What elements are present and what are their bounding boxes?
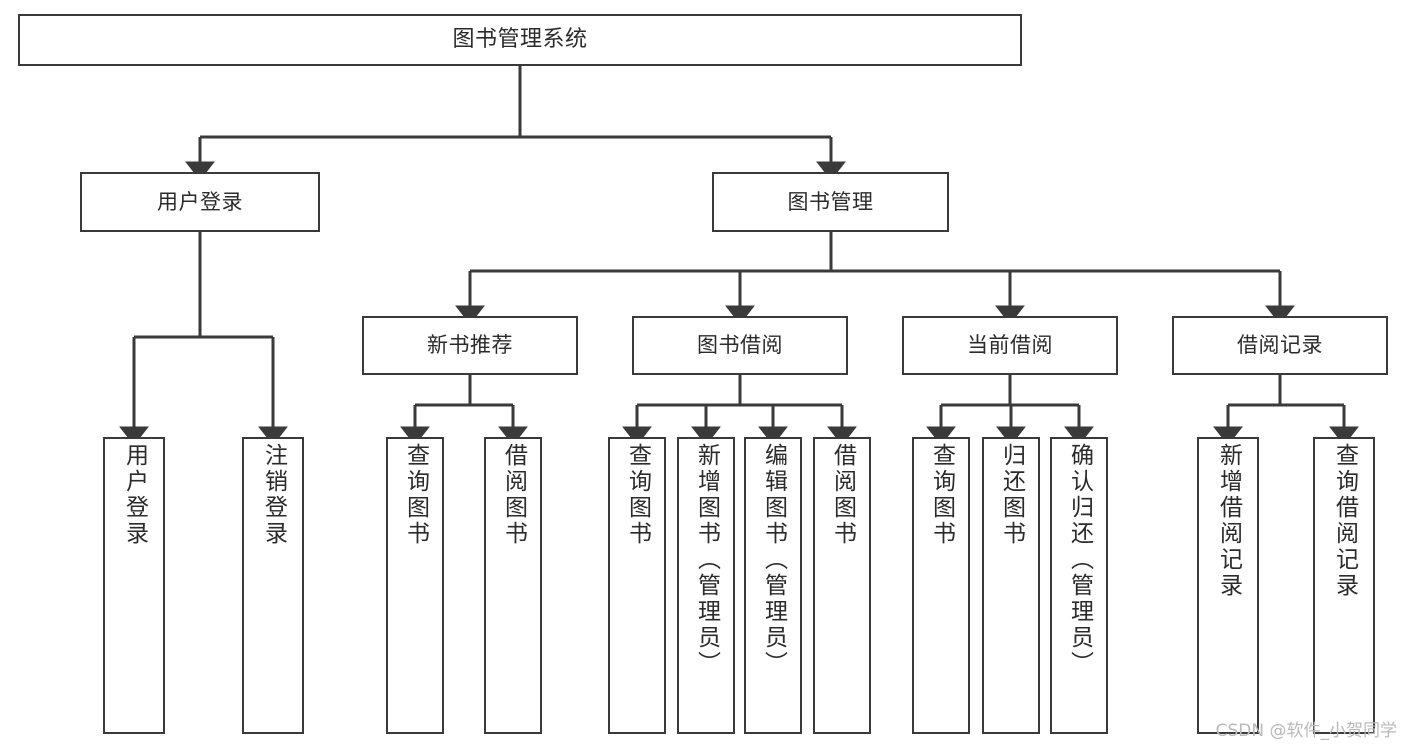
node-label: 图书管理 <box>787 189 874 214</box>
node-label: 借阅记录 <box>1237 333 1323 358</box>
node-leaf-add[interactable]: 新增图书（管理员） <box>677 437 735 734</box>
node-label: 查询图书 <box>624 443 651 547</box>
node-book-borrow[interactable]: 图书借阅 <box>632 316 848 375</box>
node-label: 归还图书 <box>998 443 1025 547</box>
node-cur-borrow[interactable]: 当前借阅 <box>902 316 1118 375</box>
node-leaf-ret[interactable]: 归还图书 <box>982 437 1040 734</box>
node-label: 新增图书（管理员） <box>693 443 720 677</box>
node-label: 借阅图书 <box>500 443 527 547</box>
node-label: 当前借阅 <box>967 333 1053 358</box>
node-label: 图书管理系统 <box>452 27 588 53</box>
node-leaf-edit[interactable]: 编辑图书（管理员） <box>744 437 802 734</box>
node-label: 查询借阅记录 <box>1331 443 1358 599</box>
node-label: 新增借阅记录 <box>1215 443 1242 599</box>
node-leaf-q3[interactable]: 查询图书 <box>912 437 970 734</box>
node-leaf-logout[interactable]: 注销登录 <box>242 437 304 734</box>
watermark: CSDN @软件_小贺同学 <box>1215 721 1397 741</box>
node-leaf-b1[interactable]: 借阅图书 <box>484 437 542 734</box>
node-label: 编辑图书（管理员） <box>760 443 787 677</box>
node-leaf-qrec[interactable]: 查询借阅记录 <box>1313 437 1375 734</box>
node-borrow-rec[interactable]: 借阅记录 <box>1172 316 1388 375</box>
node-book-mgmt[interactable]: 图书管理 <box>712 172 949 232</box>
node-leaf-b2[interactable]: 借阅图书 <box>813 437 871 734</box>
node-root[interactable]: 图书管理系统 <box>18 14 1022 66</box>
node-label: 查询图书 <box>402 443 429 547</box>
node-label: 确认归还（管理员） <box>1066 443 1093 677</box>
node-leaf-q1[interactable]: 查询图书 <box>386 437 444 734</box>
node-leaf-addrec[interactable]: 新增借阅记录 <box>1197 437 1259 734</box>
node-label: 用户登录 <box>121 443 148 547</box>
node-leaf-confirm[interactable]: 确认归还（管理员） <box>1050 437 1108 734</box>
node-label: 借阅图书 <box>829 443 856 547</box>
node-label: 用户登录 <box>157 189 243 214</box>
node-leaf-login[interactable]: 用户登录 <box>103 437 165 734</box>
node-user-login[interactable]: 用户登录 <box>80 172 320 232</box>
node-label: 新书推荐 <box>427 333 513 358</box>
node-label: 注销登录 <box>260 443 287 547</box>
node-label: 查询图书 <box>928 443 955 547</box>
node-leaf-q2[interactable]: 查询图书 <box>608 437 666 734</box>
node-label: 图书借阅 <box>697 333 783 358</box>
node-new-rec[interactable]: 新书推荐 <box>362 316 578 375</box>
